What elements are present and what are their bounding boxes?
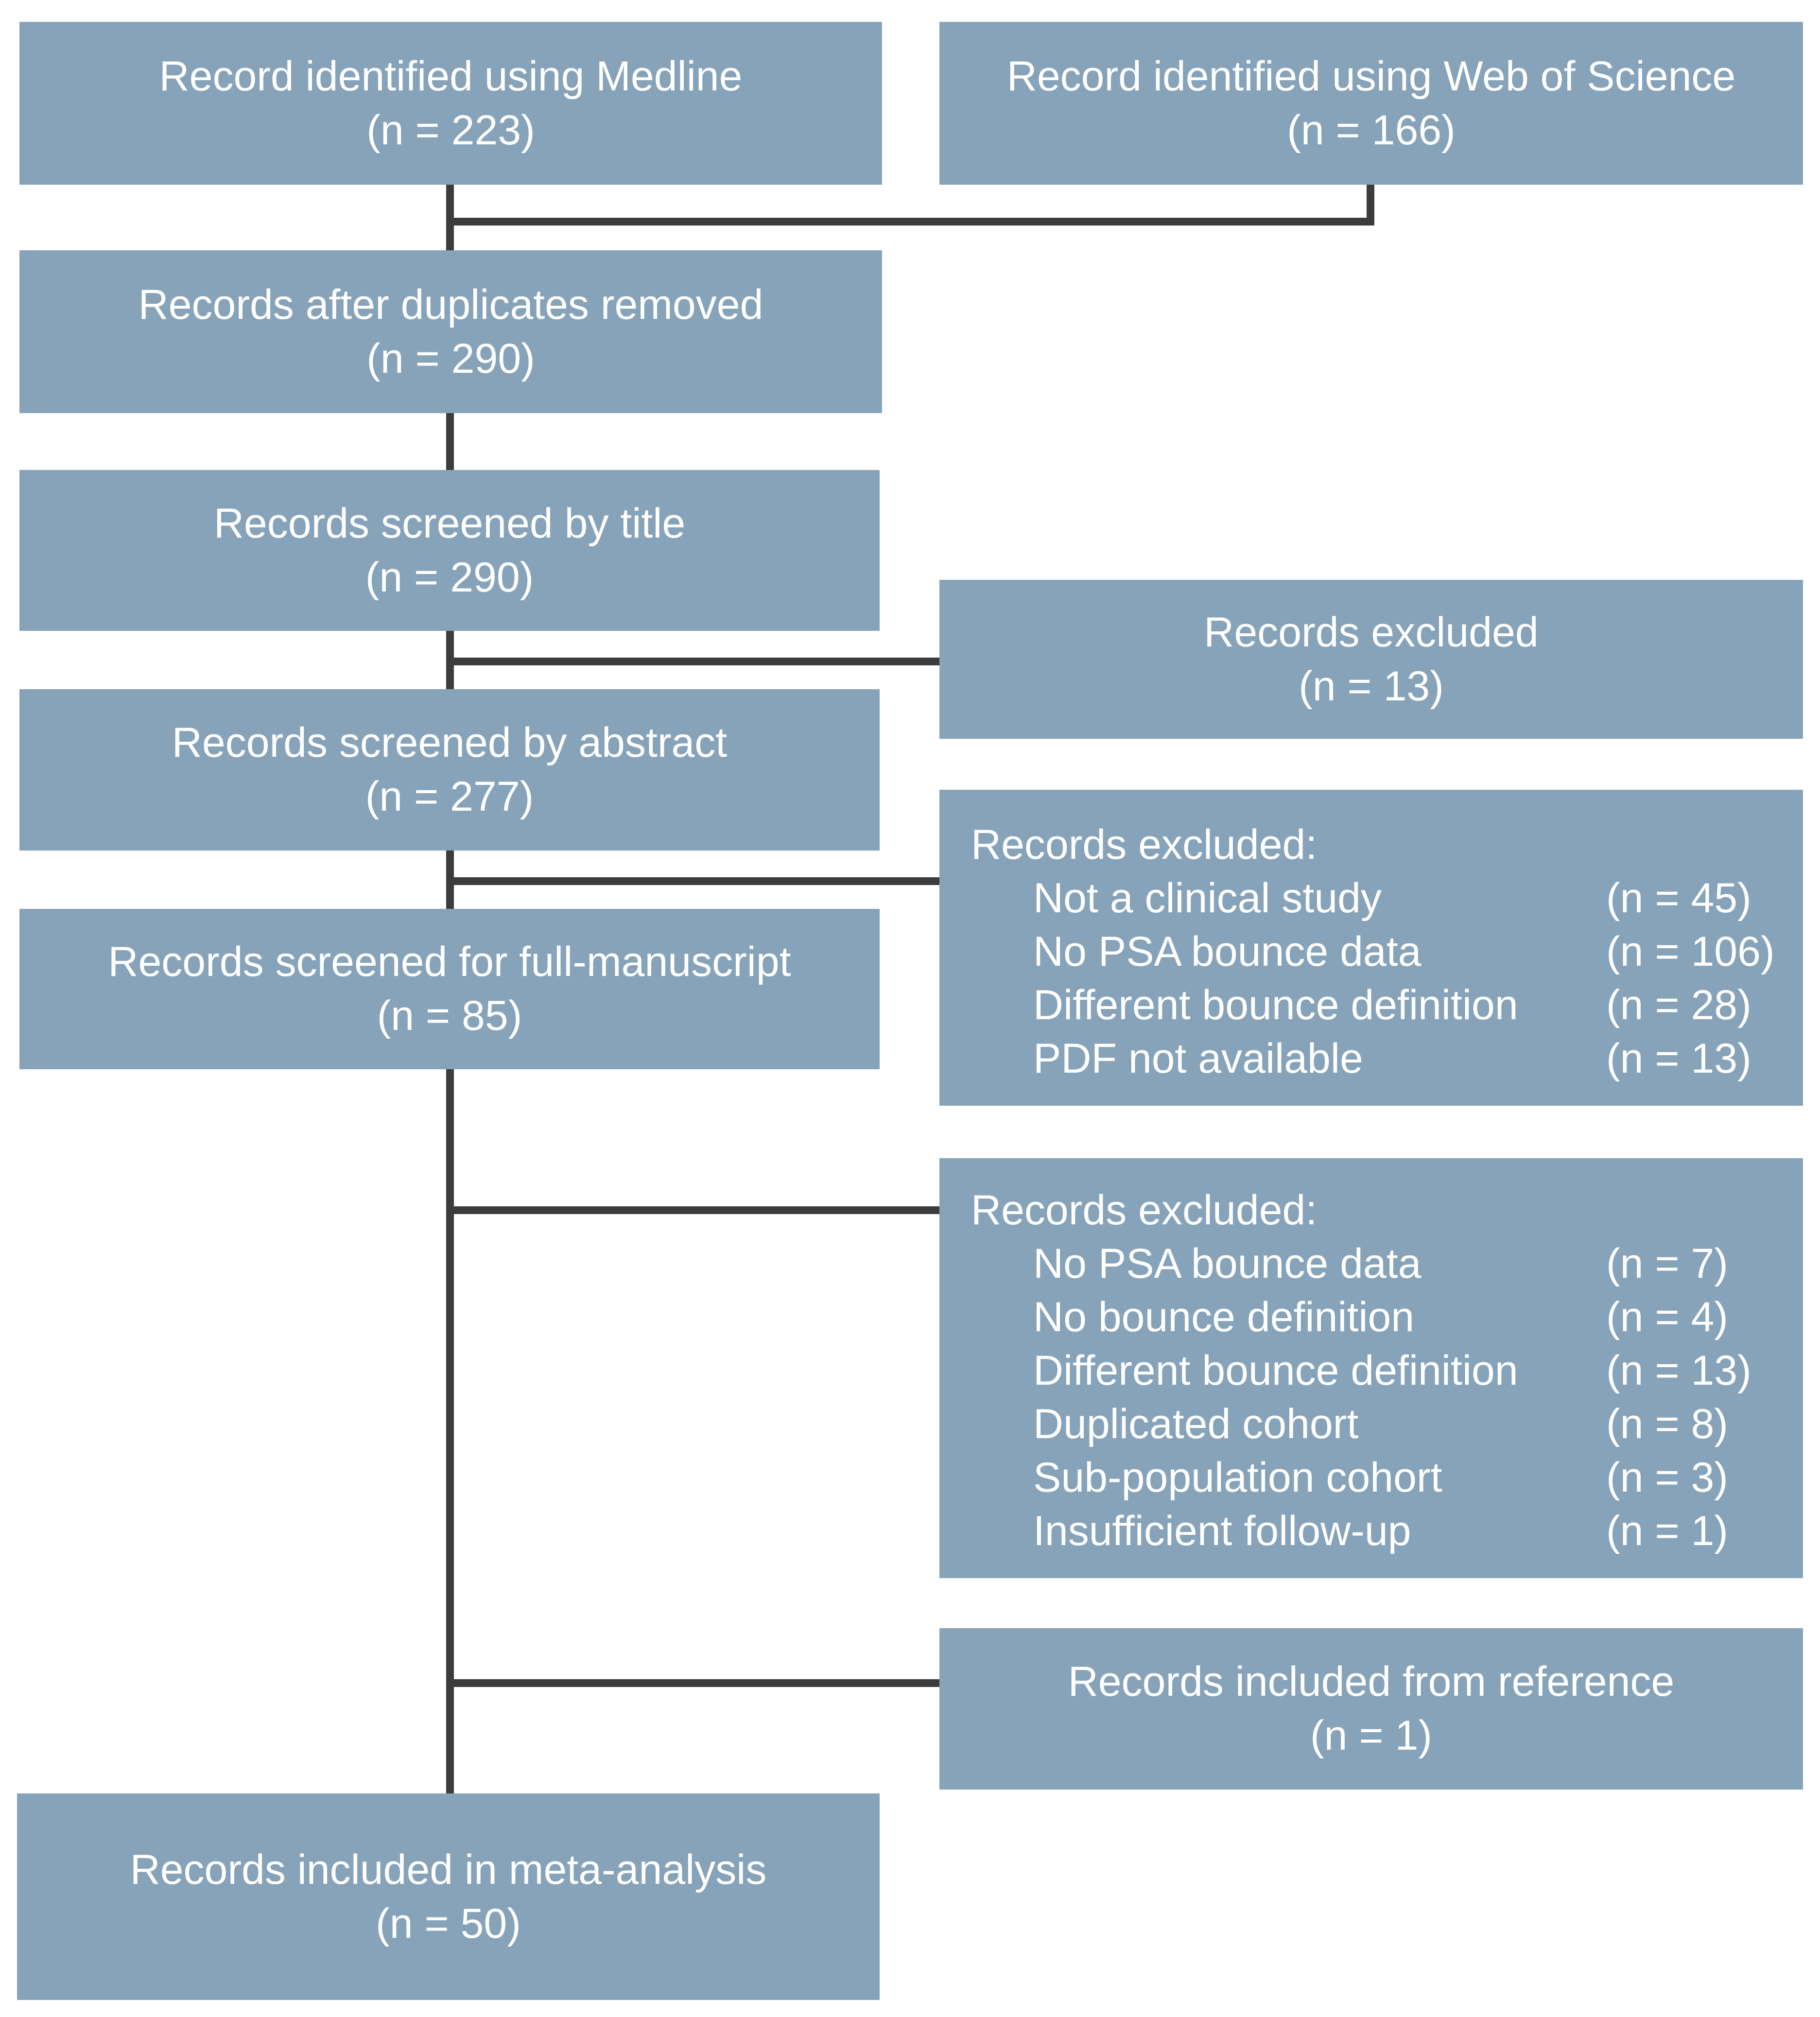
screened-full-count: (n = 85) xyxy=(377,992,522,1039)
exclusion-row: Different bounce definition (n = 28) xyxy=(971,978,1784,1032)
connector-reference-inclusion xyxy=(446,1679,942,1687)
exclusion-count: (n = 3) xyxy=(1606,1454,1728,1501)
connector-full-exclusion xyxy=(446,1206,942,1214)
exclusion-reason: Not a clinical study xyxy=(1033,875,1382,922)
exclusion-row: Insufficient follow-up (n = 1) xyxy=(971,1504,1784,1558)
web-of-science-box: Record identified using Web of Science (… xyxy=(939,22,1803,185)
excluded-full-heading: Records excluded: xyxy=(971,1187,1317,1234)
screened-abstract-label: Records screened by abstract xyxy=(172,719,728,766)
excluded-full-box: Records excluded: No PSA bounce data (n … xyxy=(939,1158,1803,1578)
included-meta-label: Records included in meta-analysis xyxy=(130,1846,767,1893)
after-duplicates-box: Records after duplicates removed (n = 29… xyxy=(19,250,882,413)
screened-full-label: Records screened for full-manuscript xyxy=(108,939,791,986)
exclusion-reason: No PSA bounce data xyxy=(1033,1240,1421,1287)
connector-title-exclusion xyxy=(446,658,942,665)
exclusion-reason: Duplicated cohort xyxy=(1033,1401,1359,1447)
screened-title-box: Records screened by title (n = 290) xyxy=(19,470,880,631)
screened-full-box: Records screened for full-manuscript (n … xyxy=(19,909,880,1069)
after-duplicates-count: (n = 290) xyxy=(366,335,535,382)
exclusion-count: (n = 45) xyxy=(1606,875,1751,922)
connector-full-to-meta xyxy=(446,1069,454,1793)
exclusion-count: (n = 8) xyxy=(1606,1401,1728,1447)
excluded-abstract-box: Records excluded: Not a clinical study (… xyxy=(939,790,1803,1106)
medline-label: Record identified using Medline xyxy=(159,52,743,100)
exclusion-row: PDF not available (n = 13) xyxy=(971,1032,1784,1085)
exclusion-reason: Different bounce definition xyxy=(1033,982,1518,1028)
included-reference-label: Records included from reference xyxy=(1068,1658,1675,1705)
exclusion-row: No PSA bounce data (n = 7) xyxy=(971,1237,1784,1290)
connector-abstract-exclusion xyxy=(446,877,942,885)
exclusion-row: No PSA bounce data (n = 106) xyxy=(971,925,1784,978)
exclusion-count: (n = 1) xyxy=(1606,1508,1728,1554)
excluded-title-box: Records excluded (n = 13) xyxy=(939,580,1803,739)
exclusion-count: (n = 106) xyxy=(1606,928,1775,975)
exclusion-count: (n = 28) xyxy=(1606,982,1751,1028)
excluded-title-label: Records excluded xyxy=(1204,609,1539,656)
exclusion-reason: Insufficient follow-up xyxy=(1033,1508,1411,1554)
excluded-abstract-heading: Records excluded: xyxy=(971,821,1317,868)
connector-wos-down xyxy=(1367,185,1374,226)
exclusion-row: Sub-population cohort (n = 3) xyxy=(971,1451,1784,1504)
included-meta-box: Records included in meta-analysis (n = 5… xyxy=(17,1793,880,2000)
exclusion-row: Not a clinical study (n = 45) xyxy=(971,871,1784,925)
exclusion-reason: No bounce definition xyxy=(1033,1294,1415,1340)
screened-abstract-count: (n = 277) xyxy=(365,773,534,820)
included-reference-box: Records included from reference (n = 1) xyxy=(939,1628,1803,1790)
excluded-title-count: (n = 13) xyxy=(1299,662,1444,710)
exclusion-count: (n = 7) xyxy=(1606,1240,1728,1287)
included-reference-count: (n = 1) xyxy=(1310,1712,1432,1759)
included-meta-count: (n = 50) xyxy=(376,1900,521,1947)
connector-duplicates-to-title xyxy=(446,413,454,470)
screened-abstract-box: Records screened by abstract (n = 277) xyxy=(19,689,880,851)
after-duplicates-label: Records after duplicates removed xyxy=(138,281,763,328)
exclusion-reason: Different bounce definition xyxy=(1033,1347,1518,1394)
exclusion-reason: Sub-population cohort xyxy=(1033,1454,1442,1501)
medline-box: Record identified using Medline (n = 223… xyxy=(19,22,882,185)
medline-count: (n = 223) xyxy=(366,106,535,154)
exclusion-count: (n = 13) xyxy=(1606,1347,1751,1394)
exclusion-count: (n = 13) xyxy=(1606,1035,1751,1082)
screened-title-count: (n = 290) xyxy=(365,554,534,601)
exclusion-count: (n = 4) xyxy=(1606,1294,1728,1340)
screened-title-label: Records screened by title xyxy=(213,500,686,547)
exclusion-row: Different bounce definition (n = 13) xyxy=(971,1344,1784,1397)
web-of-science-count: (n = 166) xyxy=(1287,106,1456,154)
web-of-science-label: Record identified using Web of Science xyxy=(1006,52,1736,100)
exclusion-reason: PDF not available xyxy=(1033,1035,1363,1082)
exclusion-row: No bounce definition (n = 4) xyxy=(971,1290,1784,1344)
exclusion-reason: No PSA bounce data xyxy=(1033,928,1421,975)
connector-merge-horizontal xyxy=(446,218,1374,226)
exclusion-row: Duplicated cohort (n = 8) xyxy=(971,1397,1784,1451)
